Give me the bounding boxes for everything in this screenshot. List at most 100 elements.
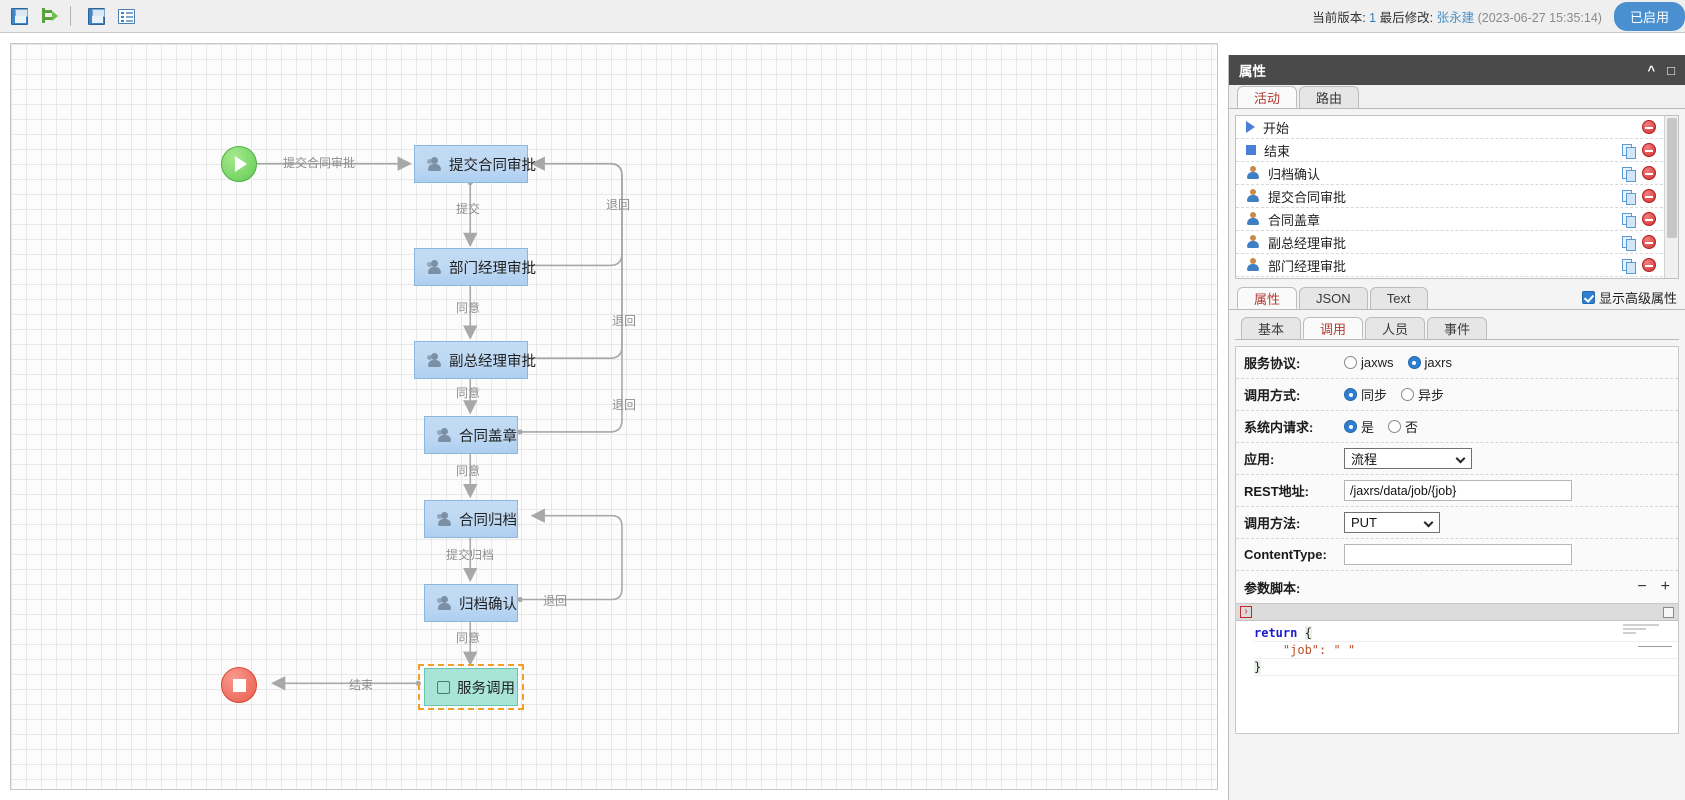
scrollbar-thumb[interactable] xyxy=(1667,118,1677,238)
chevron-down-icon xyxy=(1455,453,1466,464)
person-icon xyxy=(1246,166,1260,180)
code-brace-close: } xyxy=(1254,660,1262,674)
radio-jaxws[interactable]: jaxws xyxy=(1344,355,1394,370)
status-badge[interactable]: 已启用 xyxy=(1613,1,1685,31)
tab-invoke[interactable]: 调用 xyxy=(1303,317,1364,339)
user-task-icon xyxy=(427,352,442,368)
list-item[interactable]: 开始 xyxy=(1236,116,1678,139)
radio-async[interactable]: 异步 xyxy=(1401,385,1444,404)
radio-dot[interactable] xyxy=(1401,388,1415,401)
save-button[interactable] xyxy=(6,3,32,29)
list-button[interactable] xyxy=(113,3,139,29)
copy-icon[interactable] xyxy=(1622,235,1636,251)
radio-dot[interactable] xyxy=(1344,388,1357,401)
delete-icon[interactable] xyxy=(1642,120,1656,134)
remove-param-button[interactable]: − xyxy=(1637,578,1647,595)
version-info: 当前版本: 1 最后修改: 张永建 (2023-06-27 15:35:14) xyxy=(1312,7,1602,26)
form-row-invoke-mode: 调用方式: 同步 异步 xyxy=(1236,379,1678,411)
content-type-input[interactable] xyxy=(1344,544,1572,565)
activity-label: 合同盖章 xyxy=(1268,212,1321,228)
list-item[interactable]: 部门经理审批 xyxy=(1236,254,1678,277)
activity-list-scrollbar[interactable] xyxy=(1664,116,1678,278)
activity-list[interactable]: 开始 结束 归档确认 xyxy=(1235,115,1679,279)
run-script-icon[interactable]: › xyxy=(1240,606,1252,618)
tab-json[interactable]: JSON xyxy=(1299,287,1368,309)
tab-text[interactable]: Text xyxy=(1369,287,1428,309)
node-service-call[interactable]: 服务调用 xyxy=(424,668,518,706)
tab-basic[interactable]: 基本 xyxy=(1241,317,1302,339)
delete-icon[interactable] xyxy=(1642,166,1656,180)
delete-icon[interactable] xyxy=(1642,212,1656,226)
param-script-editor[interactable]: › return { "job": " "} xyxy=(1235,604,1679,734)
tab-routes[interactable]: 路由 xyxy=(1299,86,1360,108)
form-row-protocol: 服务协议: jaxws jaxrs xyxy=(1236,347,1678,379)
maximize-icon[interactable]: □ xyxy=(1667,62,1675,78)
toolbar-divider xyxy=(70,6,71,26)
radio-label: jaxws xyxy=(1361,355,1394,370)
copy-icon[interactable] xyxy=(1622,143,1636,159)
deploy-button[interactable] xyxy=(36,3,62,29)
form-row-rest-url: REST地址: xyxy=(1236,475,1678,507)
list-item[interactable]: 归档确认 xyxy=(1236,162,1678,185)
copy-icon[interactable] xyxy=(1622,212,1636,228)
radio-dot[interactable] xyxy=(1388,420,1402,433)
editor-divider xyxy=(1638,646,1672,647)
tab-personnel[interactable]: 人员 xyxy=(1365,317,1426,339)
node-dept-manager-approval[interactable]: 部门经理审批 xyxy=(414,248,536,286)
checkbox-box[interactable] xyxy=(1581,291,1595,304)
node-contract-archive[interactable]: 合同归档 xyxy=(424,500,518,538)
user-task-icon xyxy=(437,427,452,443)
copy-icon[interactable] xyxy=(1622,258,1636,274)
copy-icon[interactable] xyxy=(1622,189,1636,205)
radio-no[interactable]: 否 xyxy=(1388,417,1418,436)
edge-label: 提交合同审批 xyxy=(283,156,356,170)
modified-user[interactable]: 张永建 xyxy=(1436,10,1475,25)
radio-dot[interactable] xyxy=(1407,356,1421,369)
radio-yes[interactable]: 是 xyxy=(1344,417,1374,436)
tab-events[interactable]: 事件 xyxy=(1427,317,1488,339)
script-code[interactable]: return { "job": " "} xyxy=(1236,621,1678,676)
expand-editor-icon[interactable] xyxy=(1663,606,1674,618)
delete-icon[interactable] xyxy=(1642,258,1656,272)
code-line-1: return { xyxy=(1254,625,1678,642)
delete-icon[interactable] xyxy=(1642,189,1656,203)
user-task-icon xyxy=(437,595,452,611)
rest-url-input[interactable] xyxy=(1344,480,1572,501)
node-label: 服务调用 xyxy=(457,680,515,697)
end-event-node[interactable] xyxy=(221,667,257,703)
invoke-method-select[interactable]: PUT xyxy=(1344,512,1440,533)
delete-icon[interactable] xyxy=(1642,143,1656,157)
radio-jaxrs[interactable]: jaxrs xyxy=(1407,355,1452,370)
radio-label: 否 xyxy=(1405,420,1419,435)
application-select[interactable]: 流程 xyxy=(1344,448,1472,469)
show-advanced-properties-checkbox[interactable]: 显示高级属性 xyxy=(1581,288,1677,307)
tab-activities[interactable]: 活动 xyxy=(1237,86,1298,108)
code-line-3: } xyxy=(1254,659,1678,676)
copy-icon[interactable] xyxy=(1622,166,1636,182)
node-submit-contract-approval[interactable]: 提交合同审批 xyxy=(414,145,536,183)
activity-label: 提交合同审批 xyxy=(1268,189,1347,205)
save-as-button[interactable] xyxy=(83,3,109,29)
radio-dot[interactable] xyxy=(1344,420,1357,433)
edge-label: 退回 xyxy=(612,314,637,328)
collapse-icon[interactable]: ^ xyxy=(1647,62,1656,78)
tab-properties[interactable]: 属性 xyxy=(1237,287,1298,309)
node-contract-seal[interactable]: 合同盖章 xyxy=(424,416,518,454)
edge-label: 同意 xyxy=(456,631,481,645)
flow-canvas[interactable]: 提交合同审批 部门经理审批 副总经理审批 合同盖章 合同归档 归档确认 服务调用… xyxy=(10,43,1218,790)
node-label: 提交合同审批 xyxy=(449,157,536,174)
panel-title: 属性 xyxy=(1239,64,1266,79)
delete-icon[interactable] xyxy=(1642,235,1656,249)
node-vp-approval[interactable]: 副总经理审批 xyxy=(414,341,536,379)
list-item[interactable]: 副总经理审批 xyxy=(1236,231,1678,254)
add-param-button[interactable]: + xyxy=(1660,578,1670,595)
list-item[interactable]: 结束 xyxy=(1236,139,1678,162)
radio-sync[interactable]: 同步 xyxy=(1344,385,1387,404)
row-actions xyxy=(1642,120,1674,134)
list-item[interactable]: 提交合同审批 xyxy=(1236,185,1678,208)
form-row-content-type: ContentType: xyxy=(1236,539,1678,571)
node-archive-confirm[interactable]: 归档确认 xyxy=(424,584,518,622)
list-item[interactable]: 合同盖章 xyxy=(1236,208,1678,231)
start-event-node[interactable] xyxy=(221,146,257,182)
radio-dot[interactable] xyxy=(1344,356,1357,369)
